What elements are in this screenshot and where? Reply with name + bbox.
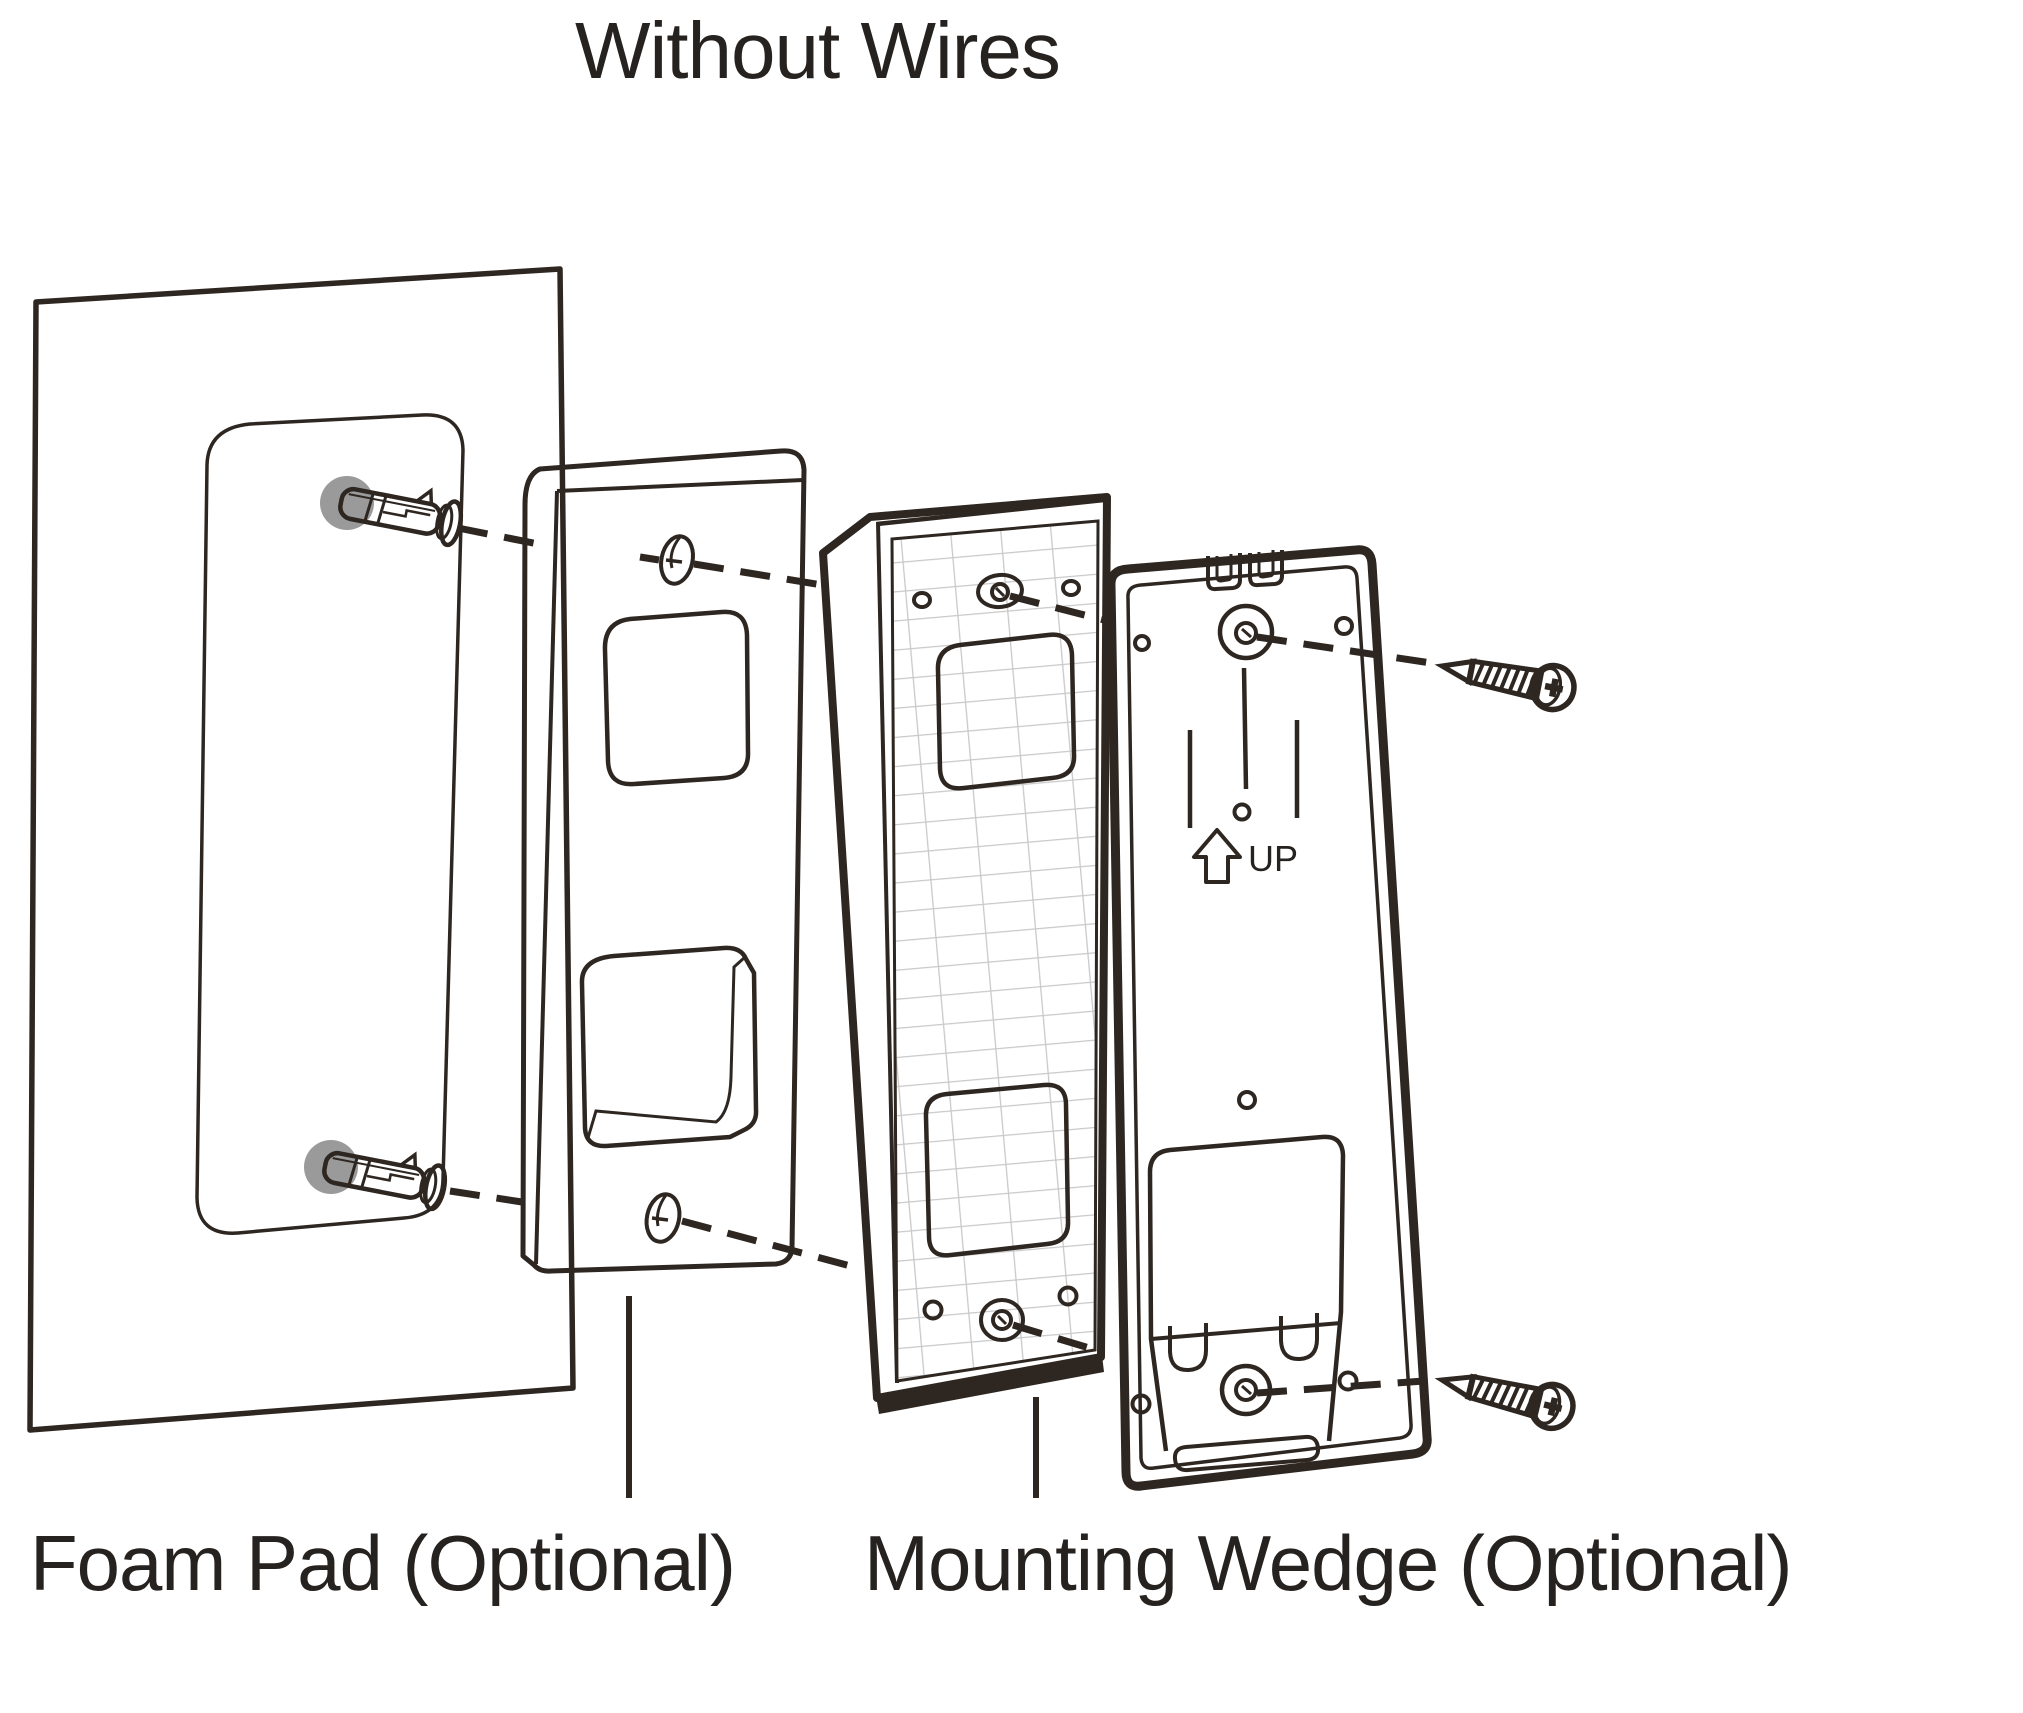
wedge-pin-hole-top-left <box>912 591 932 609</box>
bracket-guide-slots <box>1187 667 1300 828</box>
label-mounting-wedge: Mounting Wedge (Optional) <box>864 1519 1791 1607</box>
up-arrow-icon <box>1192 828 1242 884</box>
bracket-center-hole <box>1232 802 1252 822</box>
page-title: Without Wires <box>575 6 1060 95</box>
alignment-dashes-bottom <box>449 1187 1439 1397</box>
drywall-anchor-top <box>315 470 465 551</box>
wedge-pin-hole-bottom-right <box>1057 1285 1079 1307</box>
wedge-opening-top <box>935 632 1077 791</box>
wedge-pin-hole-top-right <box>1061 579 1081 597</box>
drywall-anchor-bottom <box>299 1134 449 1215</box>
wedge-opening-bottom <box>923 1082 1071 1258</box>
bracket-pin-hole-bottom-right <box>1337 1370 1359 1392</box>
up-label: UP <box>1248 838 1298 879</box>
screw-top <box>1438 644 1578 713</box>
bracket-top-clips <box>1206 550 1284 592</box>
mounting-bracket: UP <box>1106 545 1432 1491</box>
label-foam-pad: Foam Pad (Optional) <box>30 1519 735 1607</box>
foam-pad-screw-hole-top <box>659 534 695 586</box>
wedge-face-grid <box>892 521 1098 1381</box>
bracket-inner-outline <box>1126 565 1413 1471</box>
bracket-pin-hole-left <box>1133 634 1151 652</box>
bracket-latch-bar <box>1172 1434 1321 1473</box>
wedge-body <box>819 493 1111 1402</box>
foam-pad-screw-hole-bottom <box>644 1192 682 1244</box>
bracket-battery-door <box>1147 1134 1346 1473</box>
bracket-screw-hole-top <box>1217 603 1275 661</box>
mounting-wedge <box>819 493 1111 1414</box>
bracket-outline <box>1106 545 1432 1491</box>
bracket-pin-hole-bottom-left <box>1130 1393 1152 1415</box>
screw-bottom <box>1437 1359 1578 1433</box>
wedge-bottom-shadow <box>876 1355 1104 1414</box>
foam-pad-opening-bottom <box>579 945 759 1149</box>
foam-pad-bevel-edges <box>534 478 804 1265</box>
foam-pad-body <box>520 448 807 1274</box>
bracket-small-hole <box>1237 1090 1257 1110</box>
wedge-screw-hole-bottom <box>979 1298 1025 1342</box>
alignment-dashes-top <box>457 524 1439 668</box>
wedge-pin-hole-bottom-left <box>922 1299 944 1321</box>
wedge-top-rim <box>876 497 1105 527</box>
wall <box>27 266 576 1433</box>
wall-cutout <box>195 413 465 1235</box>
wedge-side-edge <box>876 521 899 1384</box>
bracket-pin-hole-right <box>1334 616 1354 636</box>
foam-pad <box>520 448 807 1274</box>
wall-panel <box>27 266 576 1433</box>
wedge-screw-hole-top <box>976 572 1024 610</box>
foam-pad-opening-top <box>602 609 751 787</box>
